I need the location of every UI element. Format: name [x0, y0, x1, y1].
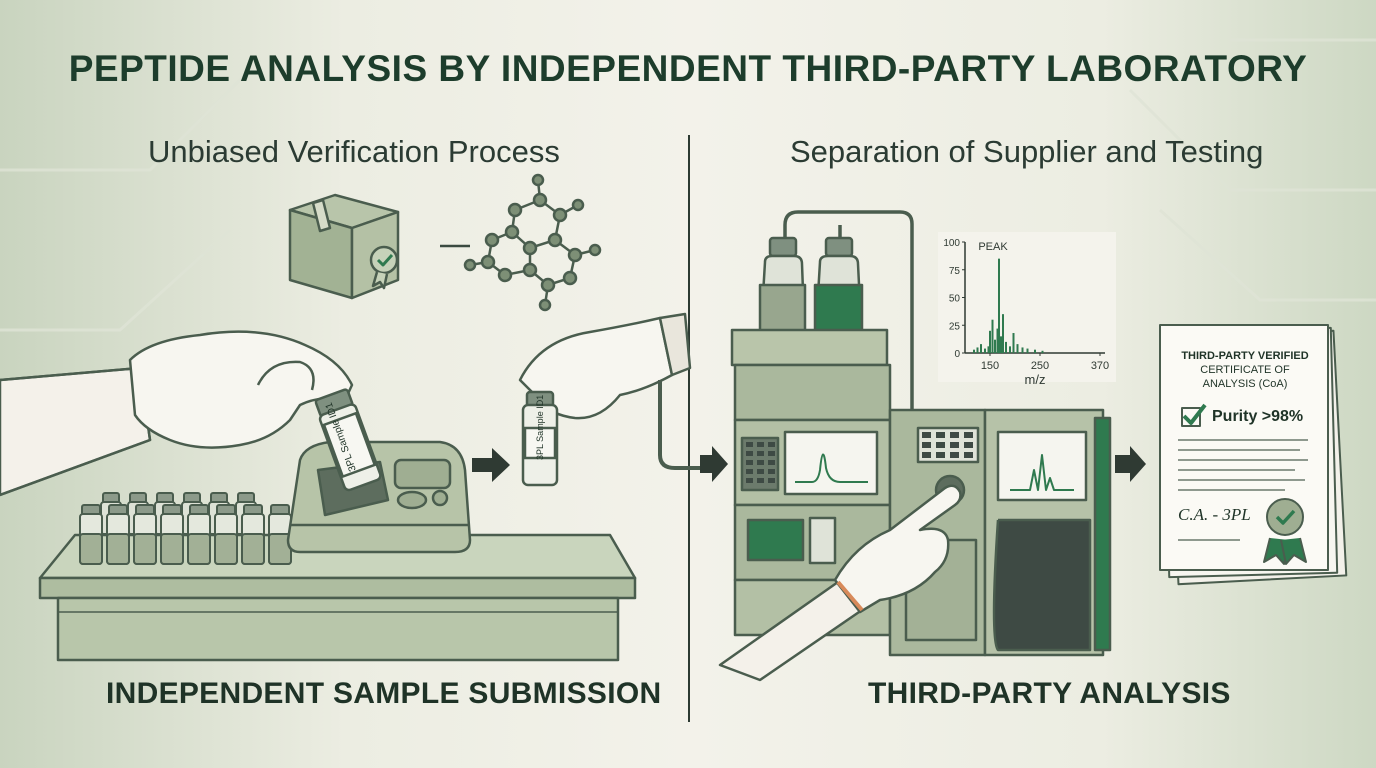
keypad-key [768, 460, 775, 465]
keypad-key [768, 469, 775, 474]
keypad-key [936, 432, 945, 438]
y-tick-label: 25 [949, 321, 961, 332]
right-section-label: THIRD-PARTY ANALYSIS [868, 677, 1231, 710]
keypad-key [768, 478, 775, 483]
keypad-key [922, 442, 931, 448]
vial-label-text-small: 3PL Sample ID1 [535, 395, 545, 460]
page-title: PEPTIDE ANALYSIS BY INDEPENDENT THIRD-PA… [68, 48, 1308, 89]
keypad-key [950, 432, 959, 438]
molecule-icon [463, 173, 602, 312]
y-tick-label: 100 [943, 238, 960, 249]
gloved-hand-left [0, 330, 354, 497]
keypad-key [757, 469, 764, 474]
keypad-key [964, 432, 973, 438]
y-tick-label: 0 [954, 349, 960, 360]
mass-spectrum-chart: 0 25 50 75 100 150 250 370 PEAK m/z [938, 232, 1116, 387]
vial [133, 504, 157, 565]
x-tick-label: 370 [1091, 360, 1109, 372]
y-tick-label: 75 [949, 266, 961, 277]
keypad-key [768, 451, 775, 456]
arrow-right-icon [1115, 446, 1146, 482]
vial [241, 504, 265, 565]
arrow-right-icon [700, 446, 728, 482]
keypad-key [922, 432, 931, 438]
pointing-hand [718, 484, 962, 682]
vial [160, 504, 184, 565]
vial [106, 504, 130, 565]
right-subtitle: Separation of Supplier and Testing [790, 134, 1264, 169]
keypad-key [936, 452, 945, 458]
sample-transfer-tube [658, 380, 710, 470]
keypad-key [746, 469, 753, 474]
keypad-key [757, 442, 764, 447]
instrument-keypad [746, 432, 973, 483]
vial [214, 504, 238, 565]
vial-rack [79, 492, 292, 565]
keypad-key [746, 442, 753, 447]
arrow-right-icon [472, 448, 510, 482]
keypad-key [964, 452, 973, 458]
vial [187, 504, 211, 565]
keypad-key [950, 442, 959, 448]
certificate-line-2: CERTIFICATE OF [1200, 364, 1290, 376]
keypad-key [757, 451, 764, 456]
certificate-signature: C.A. - 3PL [1178, 505, 1251, 524]
keypad-key [964, 442, 973, 448]
sample-vial-small [521, 390, 559, 487]
keypad-key [922, 452, 931, 458]
keypad-key [746, 451, 753, 456]
left-section-label: INDEPENDENT SAMPLE SUBMISSION [106, 677, 662, 710]
certificate-purity: Purity >98% [1212, 408, 1304, 425]
certificate-line-3: ANALYSIS (CoA) [1202, 378, 1288, 390]
certificate-line-1: THIRD-PARTY VERIFIED [1181, 350, 1309, 362]
keypad-key [757, 478, 764, 483]
chart-background [938, 232, 1116, 382]
chart-title: PEAK [978, 241, 1008, 253]
x-axis-label: m/z [1025, 372, 1046, 387]
background-lines [0, 38, 1376, 332]
left-subtitle: Unbiased Verification Process [148, 134, 560, 169]
x-tick-label: 150 [981, 360, 999, 372]
keypad-key [757, 460, 764, 465]
keypad-key [768, 442, 775, 447]
gloved-hand-right [518, 312, 692, 420]
shipping-box-icon [288, 193, 400, 300]
keypad-key [746, 460, 753, 465]
keypad-key [950, 452, 959, 458]
keypad-key [746, 478, 753, 483]
weighing-instrument [286, 440, 472, 554]
x-tick-label: 250 [1031, 360, 1049, 372]
keypad-key [936, 442, 945, 448]
vial [268, 504, 292, 565]
sample-vial-held [314, 388, 382, 492]
certificate-document [1159, 324, 1348, 586]
y-tick-label: 50 [949, 294, 961, 305]
vial [79, 504, 103, 565]
